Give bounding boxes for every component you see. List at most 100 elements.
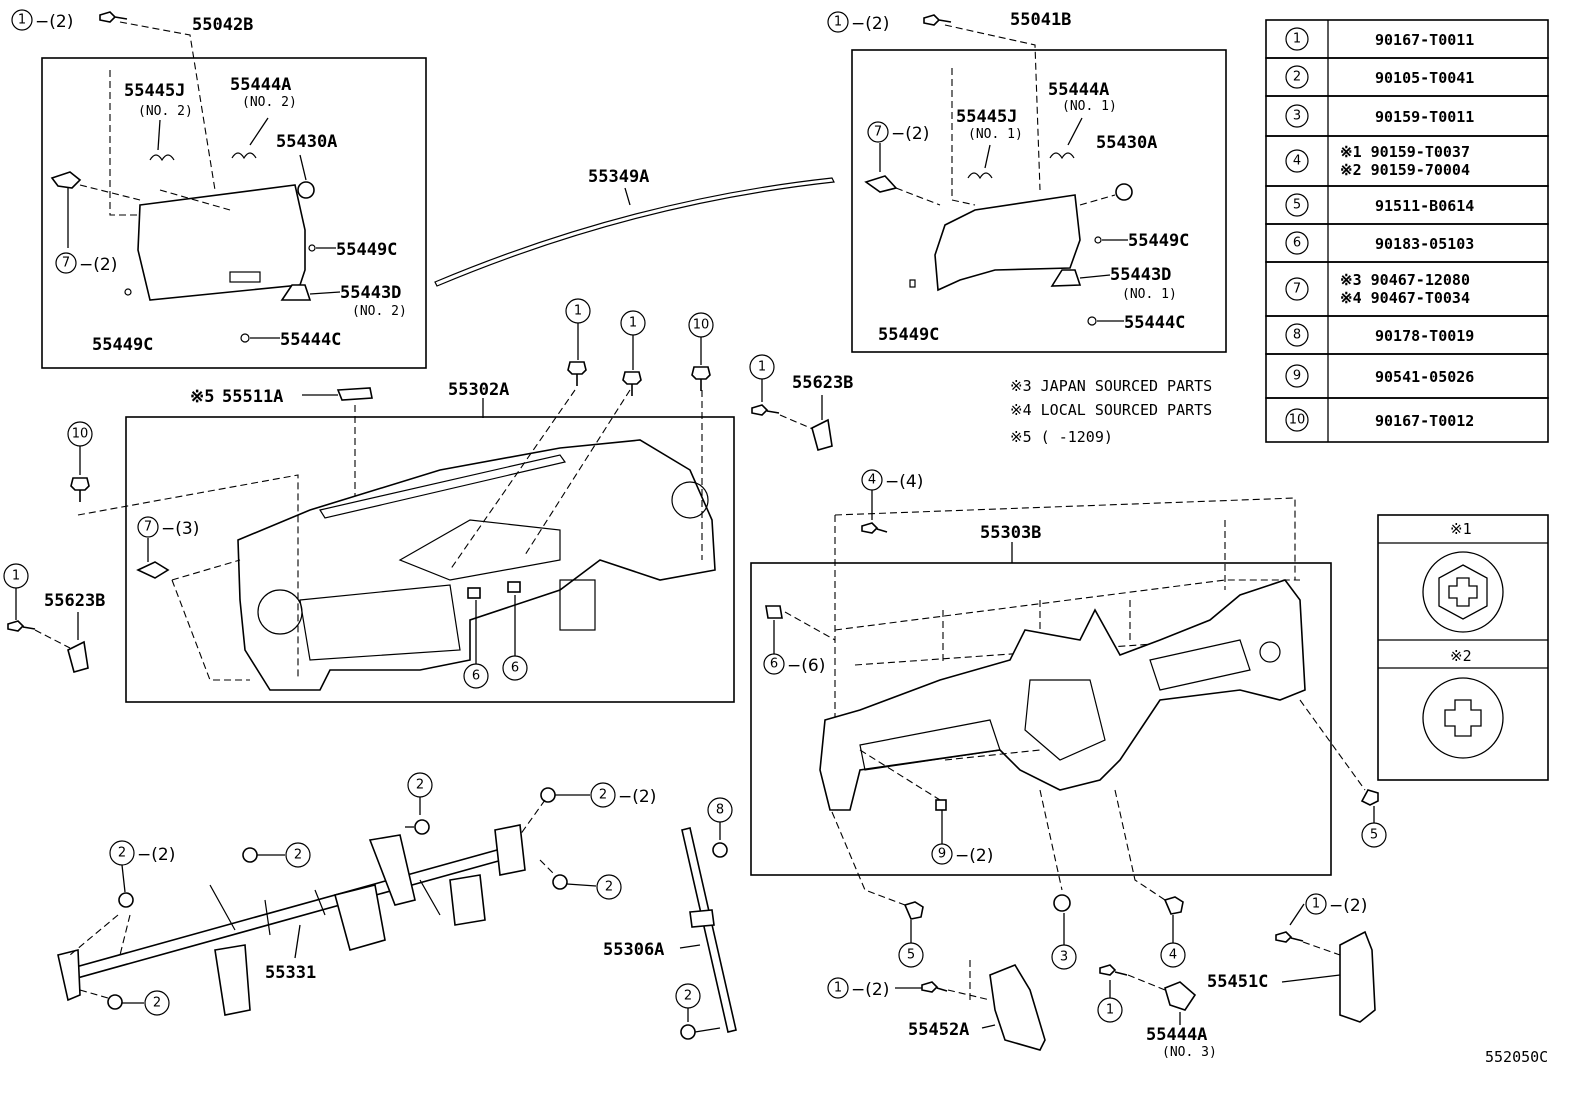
table-part-number: 90159-T0011 <box>1375 108 1474 126</box>
bolt-icon <box>921 981 948 993</box>
label-55349A: 55349A <box>588 167 649 187</box>
leader-line <box>69 914 131 956</box>
leader-line <box>1299 699 1366 791</box>
callout-number: 1 <box>12 569 20 584</box>
leader-line <box>519 799 546 836</box>
label-55445J-r-sub: (NO. 1) <box>968 127 1023 142</box>
cross-recess <box>1444 699 1482 737</box>
bracket <box>559 579 596 631</box>
spring-icon <box>967 172 993 180</box>
leader-line <box>1127 974 1166 991</box>
molding-strip <box>434 177 835 287</box>
table-part-number: ※2 90159-70004 <box>1340 161 1470 179</box>
leader-line <box>779 414 816 431</box>
leader-line <box>171 579 250 681</box>
label-55444A-r: 55444A <box>1048 80 1109 100</box>
group-55041B: 55041B 1 −(2) 55444A (NO. 1) 55445J (NO.… <box>827 10 1227 353</box>
pin-icon <box>308 244 316 252</box>
leader-line <box>249 117 269 146</box>
callout-number: 2 <box>684 989 692 1004</box>
panel-slot <box>229 271 261 283</box>
pin-icon <box>909 279 916 288</box>
brace-tab <box>689 909 715 928</box>
table-ref-number: 4 <box>1293 154 1301 169</box>
bolt-icon <box>691 366 711 391</box>
bolt-icon <box>7 620 36 632</box>
table-ref-number: 3 <box>1293 109 1301 124</box>
lower-brace <box>214 944 251 1016</box>
glovebox-frame <box>859 719 1001 771</box>
callout-number: 2 <box>605 880 613 895</box>
leader-line <box>624 187 631 206</box>
leader-line <box>119 21 216 191</box>
group-55042B: 55042B 1 −(2) 55445J (NO. 2) 55444A (NO.… <box>11 9 427 369</box>
callout-number: 2 <box>118 846 126 861</box>
leader-line <box>951 68 976 206</box>
bolt-icon <box>923 14 952 26</box>
leader-line <box>679 944 701 949</box>
table-ref-circle <box>1285 27 1309 51</box>
label-55449C-2: 55449C <box>92 335 153 355</box>
table-part-number: 90183-05103 <box>1375 235 1474 253</box>
label-55444A: 55444A <box>230 75 291 95</box>
lower-panel-left <box>137 184 306 301</box>
nut-icon <box>1087 316 1097 326</box>
nut-icon <box>467 587 481 599</box>
nut-icon <box>712 842 728 858</box>
bracket <box>494 824 526 876</box>
table-cell-border <box>1265 397 1549 443</box>
callout-circle <box>867 121 889 143</box>
table-part-number: ※3 90467-12080 <box>1340 271 1470 289</box>
label-55444A-sub: (NO. 2) <box>242 95 297 110</box>
lower-panel-right <box>934 194 1081 292</box>
label-55302A: 55302A <box>448 380 509 400</box>
label-55042B: 55042B <box>192 15 253 35</box>
leader-line <box>834 579 1300 631</box>
callout-circle <box>144 990 170 1016</box>
note-local: ※4 LOCAL SOURCED PARTS <box>1010 401 1212 419</box>
center-frame <box>1024 679 1106 761</box>
bolt-icon <box>414 819 430 835</box>
label-55041B: 55041B <box>1010 10 1071 30</box>
table-ref-circle <box>1285 104 1309 128</box>
bolt-icon <box>1360 789 1379 806</box>
table-ref-number: 7 <box>1293 282 1301 297</box>
leader-line <box>121 864 126 893</box>
dashboard-panel <box>237 439 716 691</box>
table-ref-number: 5 <box>1293 198 1301 213</box>
table-ref-number: 9 <box>1293 369 1301 384</box>
leader-line <box>566 883 597 887</box>
vent-right <box>1259 641 1281 663</box>
leader-line <box>1281 974 1341 983</box>
label-55449C: 55449C <box>336 240 397 260</box>
leader-line <box>1067 117 1083 146</box>
label-55445J-sub: (NO. 2) <box>138 104 193 119</box>
table-part-number: 91511-B0614 <box>1375 197 1474 215</box>
table-ref-circle <box>1285 149 1309 173</box>
leader-line <box>984 144 991 169</box>
leader-line <box>157 119 161 151</box>
box-55041B <box>851 49 1227 353</box>
clip-icon <box>280 284 312 301</box>
bolt-icon <box>567 361 587 386</box>
screw-legend: ※1 ※2 <box>1377 514 1549 781</box>
leader-line <box>1039 789 1063 891</box>
callout-number: 7 <box>144 520 152 535</box>
callout-number: 6 <box>472 669 480 684</box>
table-part-number: 90178-T0019 <box>1375 327 1474 345</box>
callout-number: 1 <box>1312 897 1320 912</box>
callout-number: 1 <box>18 13 26 28</box>
label-55623B-right: 55623B <box>792 373 853 393</box>
callout-number: 5 <box>907 948 915 963</box>
callout-number: 1 <box>629 316 637 331</box>
legend-key-1: ※1 <box>1450 520 1472 538</box>
table-ref-number: 2 <box>1293 70 1301 85</box>
clip-icon <box>864 175 898 193</box>
bolt-icon <box>680 1024 696 1040</box>
leader-line <box>171 559 241 581</box>
bolt-icon <box>751 404 780 416</box>
box-55303B <box>750 562 1332 876</box>
vent-left <box>257 589 303 635</box>
label-55430A: 55430A <box>276 132 337 152</box>
